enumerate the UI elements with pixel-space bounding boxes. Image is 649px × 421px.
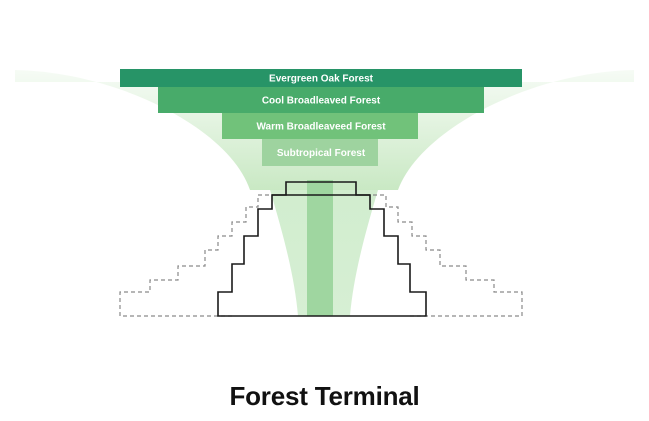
band-cool-broadleaved-bar (158, 87, 484, 113)
band-warm-broadleaved: Warm Broadleaveed Forest (222, 113, 418, 139)
trunk-inner (307, 180, 333, 316)
terrace-outline-dashed-left (119, 194, 272, 317)
band-warm-broadleaved-label: Warm Broadleaveed Forest (256, 122, 386, 133)
band-evergreen-oak-label: Evergreen Oak Forest (269, 74, 374, 85)
band-subtropical-bar (262, 139, 378, 166)
band-cool-broadleaved: Cool Broadleaved Forest (158, 87, 484, 113)
band-subtropical-label: Subtropical Forest (277, 148, 366, 159)
forest-bands: Evergreen Oak Forest Cool Broadleaved Fo… (120, 69, 522, 166)
diagram-title: Forest Terminal (229, 381, 420, 411)
terrace-outline-dashed-right (372, 194, 523, 317)
band-cool-broadleaved-label: Cool Broadleaved Forest (262, 96, 381, 107)
band-evergreen-oak: Evergreen Oak Forest (120, 69, 522, 87)
terrace-outline-solid (217, 181, 427, 317)
band-subtropical: Subtropical Forest (262, 139, 378, 166)
band-warm-broadleaved-bar (222, 113, 418, 139)
band-evergreen-oak-bar (120, 69, 522, 87)
